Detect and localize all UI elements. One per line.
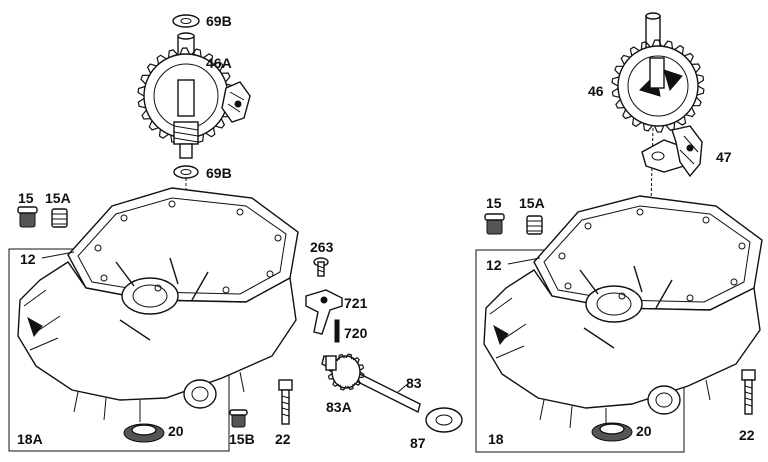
- label-46a: 46A: [206, 55, 232, 71]
- pin-720: [334, 319, 340, 343]
- washer-87: [425, 407, 463, 433]
- plug-15-right: [484, 213, 505, 235]
- assembly-18a: [8, 14, 299, 452]
- label-15-right: 15: [486, 195, 502, 211]
- bracket-721: [305, 289, 343, 335]
- label-22-right: 22: [739, 427, 755, 443]
- camshaft-46: [611, 12, 705, 133]
- bolt-22-left: [278, 379, 293, 425]
- label-20-left: 20: [168, 423, 184, 439]
- label-12-right: 12: [486, 257, 502, 273]
- label-720: 720: [344, 325, 368, 341]
- screw-263: [313, 257, 329, 277]
- compression-release-47: [641, 125, 703, 178]
- label-15a-left: 15A: [45, 190, 71, 206]
- label-18a: 18A: [17, 431, 43, 447]
- seal-20-right: [591, 422, 633, 442]
- camshaft-46a: [137, 32, 251, 159]
- label-15-left: 15: [18, 190, 34, 206]
- label-83a: 83A: [326, 399, 352, 415]
- label-83: 83: [406, 375, 422, 391]
- assembly-18: [475, 12, 763, 453]
- washer-69b-top: [172, 14, 200, 28]
- label-69b-top: 69B: [206, 13, 232, 29]
- label-18: 18: [488, 431, 504, 447]
- label-15a-right: 15A: [519, 195, 545, 211]
- part-labels: 69B 46A 69B 15 15A 12 263 721 720 83 83A…: [17, 13, 755, 451]
- governor-parts: [305, 257, 463, 433]
- governor-gear-83a: [321, 353, 421, 414]
- seal-20-left: [123, 423, 165, 443]
- label-69b-mid: 69B: [206, 165, 232, 181]
- label-263: 263: [310, 239, 334, 255]
- label-22-left: 22: [275, 431, 291, 447]
- plug-15a-left: [51, 208, 68, 228]
- label-15b: 15B: [229, 431, 255, 447]
- plug-15a-right: [526, 215, 543, 235]
- sump-base-left: [17, 187, 299, 422]
- plug-15-left: [17, 206, 38, 228]
- label-87: 87: [410, 435, 426, 451]
- bolt-22-right: [741, 369, 756, 415]
- plug-15b: [229, 409, 248, 428]
- washer-69b-mid: [173, 165, 199, 179]
- label-47: 47: [716, 149, 732, 165]
- label-12-left: 12: [20, 251, 36, 267]
- label-20-right: 20: [636, 423, 652, 439]
- label-46: 46: [588, 83, 604, 99]
- sump-base-right: [483, 195, 763, 430]
- label-721: 721: [344, 295, 368, 311]
